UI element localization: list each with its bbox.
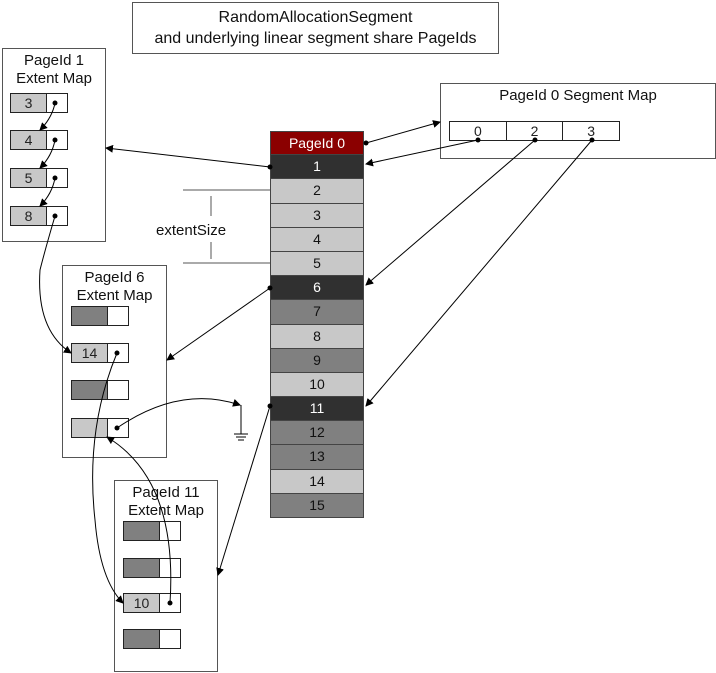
page-cell: 4 [270,227,364,252]
page-cell: 14 [270,469,364,494]
segment-map-cell: 0 [450,122,507,140]
extent-map-title: PageId 1 Extent Map [16,52,92,87]
extent-entry [71,380,129,400]
page-cell: 15 [270,493,364,518]
segment-map-cell: 2 [507,122,564,140]
extent-entry-value [72,419,108,437]
extent-entry: 5 [10,168,68,188]
arrow-page11-to-extmap11 [216,405,271,576]
segment-map-cell: 3 [587,123,596,139]
page-cell: 2 [270,179,364,204]
extent-entry-value [124,522,160,540]
extent-entry [123,558,181,578]
segment-map-cells: 0 2 3 [449,121,620,141]
extent-entry-value [72,307,108,325]
extent-entry-value [124,630,160,648]
page-cell: 3 [270,203,364,228]
ground-icon [234,433,248,441]
page-cell: 10 [270,372,364,398]
extent-entry: 4 [10,130,68,150]
diagram-title: RandomAllocationSegment and underlying l… [132,2,499,54]
extent-entry: 3 [10,93,68,113]
extent-map-title: PageId 11 Extent Map [128,484,204,519]
extent-entry-value: 10 [124,594,160,612]
arrow-seg3-to-page11 [365,139,593,407]
title-line-1: RandomAllocationSegment [218,9,413,26]
extent-map-title: PageId 6 Extent Map [76,269,153,304]
page-cell: 13 [270,445,364,470]
arrow-page6-to-extmap6 [166,287,271,361]
extent-entry: 14 [71,343,129,363]
page-cell: 8 [270,324,364,349]
extent-entry-value: 3 [11,94,47,112]
page-cell: 7 [270,300,364,325]
page-cell: 9 [270,348,364,373]
extent-entry [123,629,181,649]
extent-entry-value: 14 [72,344,108,362]
extent-entry [71,418,129,438]
extent-entry-value: 4 [11,131,47,149]
extent-entry [71,306,129,326]
page-cell: 11 [270,397,364,422]
extent-entry-value: 5 [11,169,47,187]
extent-size-label: extentSize [156,222,227,239]
page-cell: 12 [270,421,364,446]
extent-entry: 8 [10,206,68,226]
page-cell: 1 [270,155,364,180]
extent-entry-value [72,381,108,399]
extent-entry-value [124,559,160,577]
page-cell: 5 [270,251,364,277]
segment-map-title: PageId 0 Segment Map [499,87,657,104]
title-line-2: and underlying linear segment share Page… [154,30,477,47]
extent-entry: 10 [123,593,181,613]
page-cell: 6 [270,276,364,301]
extent-entry-value: 8 [11,207,47,225]
extent-entry [123,521,181,541]
arrow-seg2-to-page6 [365,139,536,286]
arrow-page1-to-extmap1 [105,144,271,168]
page-header-pageid-0: PageId 0 [270,131,364,156]
arrow-page0-to-segmap [365,120,441,144]
